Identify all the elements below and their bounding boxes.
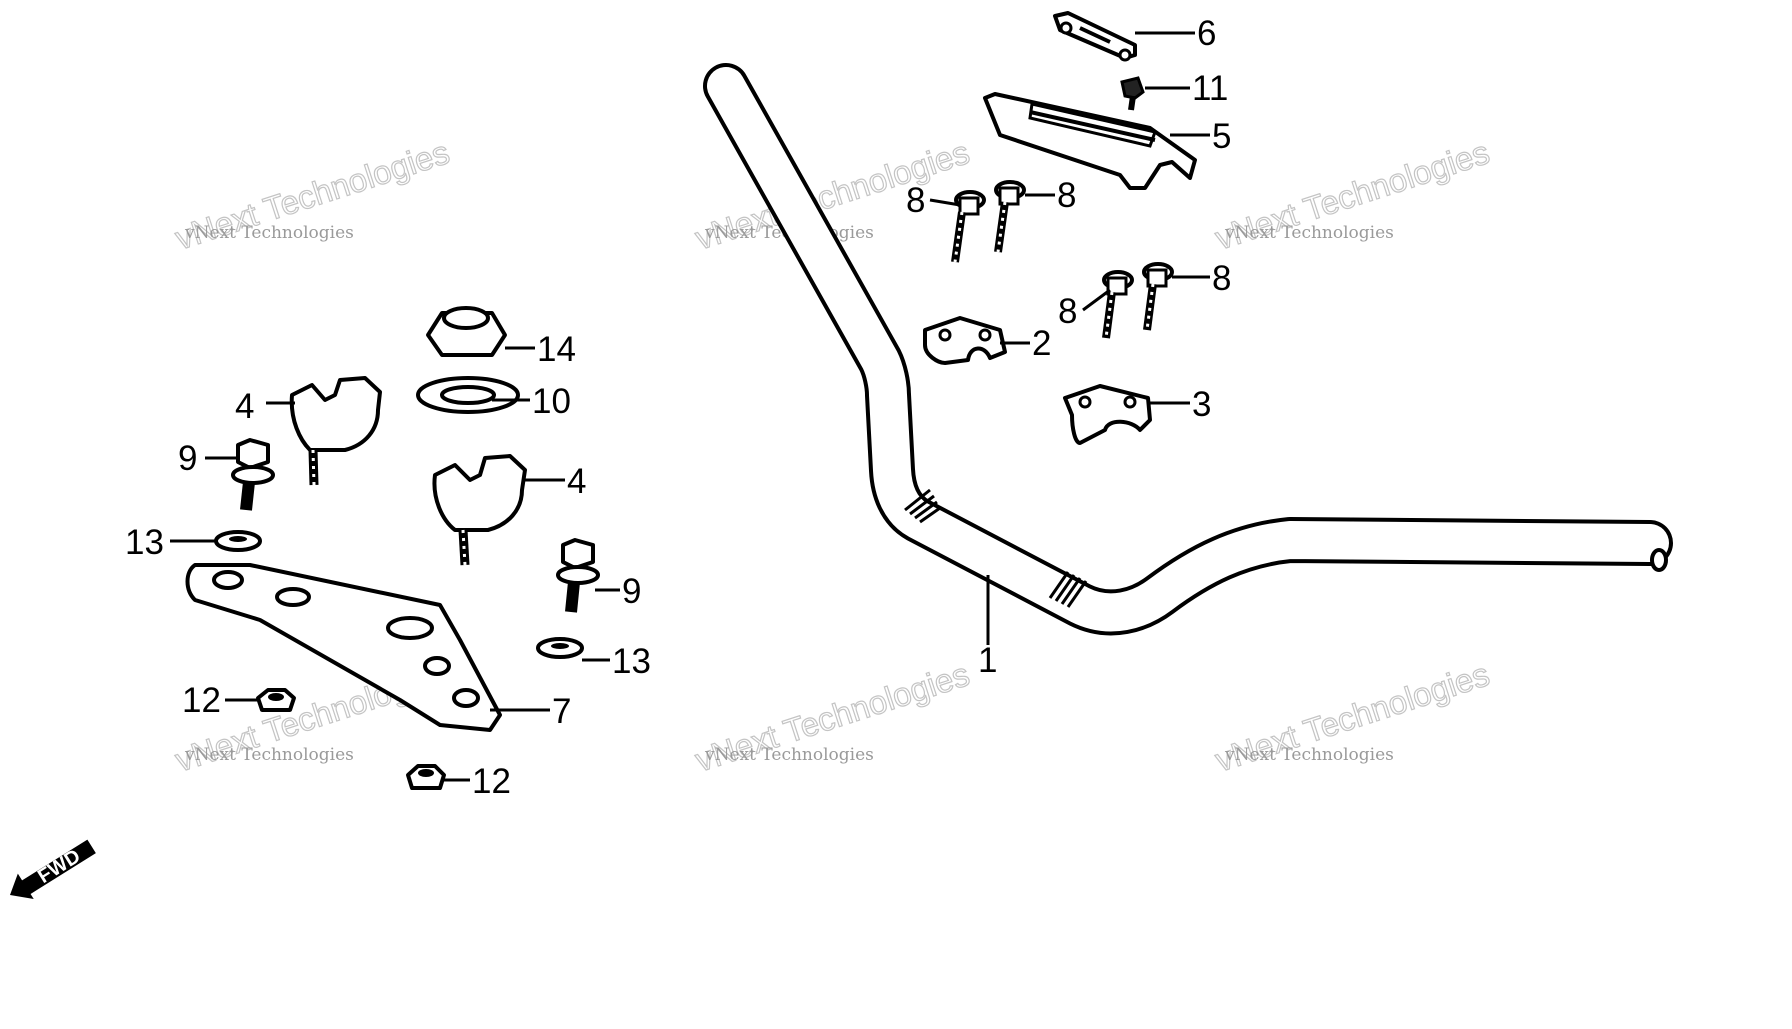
flat-washer-part [536,637,584,659]
watermark-small-text: vNext Technologies [704,745,874,765]
callout-13: 13 [612,642,651,681]
upper-clamp-part [923,316,1007,365]
handlebar-part [703,63,1673,636]
bolt-pair-lower [1102,262,1174,339]
callout-5: 5 [1212,117,1231,156]
watermark-small-text: vNext Technologies [184,745,354,765]
watermark: vNext Technologies vNext Technologies [1210,655,1494,780]
leader-lines [170,31,1210,782]
leader-line [929,198,961,207]
watermark: vNext Technologies vNext Technologies [690,655,974,780]
watermark-small-text: vNext Technologies [1224,745,1394,765]
callout-8: 8 [1058,292,1077,331]
callout-12: 12 [182,681,221,720]
washer-part [416,376,520,414]
flange-bolt-part [556,538,600,613]
callout-9: 9 [622,572,641,611]
handlebar-holder-part [289,376,382,486]
nut-part [256,688,296,712]
lower-bracket-part [185,563,502,732]
handlebar-holder-part [432,454,527,566]
bolt-pair-upper [951,180,1026,263]
callout-labels: 1 2 3 4 4 5 6 7 8 8 8 8 9 9 10 11 12 12 … [125,14,1231,801]
flange-bolt-part [231,438,275,511]
watermark-small-text: vNext Technologies [184,223,354,243]
fwd-arrow: FWD [10,839,96,900]
callout-8: 8 [1212,259,1231,298]
callout-4: 4 [235,387,254,426]
callout-2: 2 [1032,324,1051,363]
callout-8: 8 [1057,176,1076,215]
callout-10: 10 [532,382,571,421]
callout-9: 9 [178,439,197,478]
callout-6: 6 [1197,14,1216,53]
callout-11: 11 [1192,69,1228,108]
watermark-small-text: vNext Technologies [1224,223,1394,243]
lower-clamp-part [1063,384,1152,445]
top-plate-part [1053,11,1137,62]
nut-part [406,764,446,790]
callout-8: 8 [906,181,925,220]
flat-washer-part [214,530,262,552]
callout-3: 3 [1192,385,1211,424]
watermark: vNext Technologies vNext Technologies [170,133,454,258]
leader-line [1082,288,1111,312]
callout-1: 1 [978,641,997,680]
watermark: vNext Technologies vNext Technologies [1210,133,1494,258]
callout-7: 7 [552,692,571,731]
callout-13: 13 [125,523,164,562]
callout-12: 12 [472,762,511,801]
callout-14: 14 [537,330,576,369]
small-bolt-part [1120,76,1145,111]
knurl-mark [904,488,1088,608]
handlebar-cover-part [983,92,1197,190]
cap-nut-part [426,306,507,357]
arrow-left-icon [10,839,96,900]
callout-4: 4 [567,462,586,501]
